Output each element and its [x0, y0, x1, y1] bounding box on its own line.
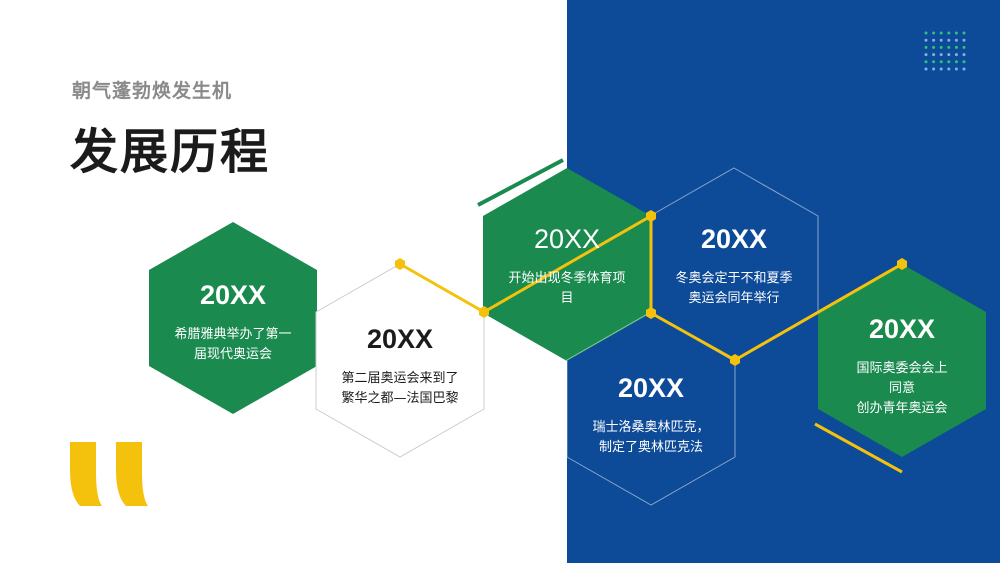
milestone-2: 20XX 第二届奥运会来到了 繁华之都—法国巴黎	[341, 323, 458, 409]
milestone-year: 20XX	[868, 314, 936, 344]
desc-line: 第二届奥运会来到了	[341, 371, 459, 386]
milestone-desc: 第二届奥运会来到了 繁华之都—法国巴黎	[341, 369, 458, 409]
desc-line: 届现代奥运会	[193, 347, 273, 362]
milestone-6: 20XX 国际奥委会会上同意 创办青年奥运会	[853, 313, 951, 419]
desc-line: 繁华之都—法国巴黎	[341, 391, 459, 406]
milestone-5: 20XX 瑞士洛桑奥林匹克， 制定了奥林匹克法	[592, 372, 709, 458]
slide-title: 发展历程	[70, 124, 271, 180]
dot-grid-icon	[924, 31, 966, 71]
milestone-1: 20XX 希腊雅典举办了第一 届现代奥运会	[174, 279, 291, 365]
timeline-nodes	[395, 210, 907, 366]
slide-subtitle: 朝气蓬勃焕发生机	[72, 80, 233, 102]
milestone-year: 20XX	[366, 324, 434, 354]
milestone-desc: 开始出现冬季体育项 目	[508, 269, 625, 309]
desc-line: 开始出现冬季体育项	[508, 271, 626, 286]
milestone-year: 20XX	[617, 373, 685, 403]
desc-line: 瑞士洛桑奥林匹克，	[592, 420, 710, 435]
hexagon-6	[818, 264, 986, 457]
milestone-desc: 希腊雅典举办了第一 届现代奥运会	[174, 325, 291, 365]
milestone-3: 20XX 开始出现冬季体育项 目	[508, 223, 625, 309]
desc-line: 目	[560, 291, 574, 306]
desc-line: 奥运会同年举行	[688, 291, 780, 306]
desc-line: 冬奥会定于不和夏季	[675, 271, 793, 286]
desc-line: 希腊雅典举办了第一	[174, 327, 292, 342]
milestone-desc: 冬奥会定于不和夏季 奥运会同年举行	[675, 269, 792, 309]
desc-line: 创办青年奥运会	[856, 401, 948, 416]
timeline-path	[399, 213, 903, 362]
milestone-desc: 国际奥委会会上同意 创办青年奥运会	[853, 359, 951, 419]
green-accent-line	[477, 158, 564, 207]
desc-line: 国际奥委会会上同意	[856, 361, 948, 396]
milestone-4: 20XX 冬奥会定于不和夏季 奥运会同年举行	[675, 223, 792, 309]
desc-line: 制定了奥林匹克法	[598, 440, 704, 455]
milestone-year: 20XX	[700, 224, 768, 254]
milestone-year: 20XX	[533, 224, 601, 254]
milestone-desc: 瑞士洛桑奥林匹克， 制定了奥林匹克法	[592, 418, 709, 458]
quote-mark-icon	[70, 442, 148, 506]
hexagon-1	[149, 222, 317, 414]
milestone-year: 20XX	[199, 280, 267, 310]
yellow-accent-line	[814, 422, 903, 474]
